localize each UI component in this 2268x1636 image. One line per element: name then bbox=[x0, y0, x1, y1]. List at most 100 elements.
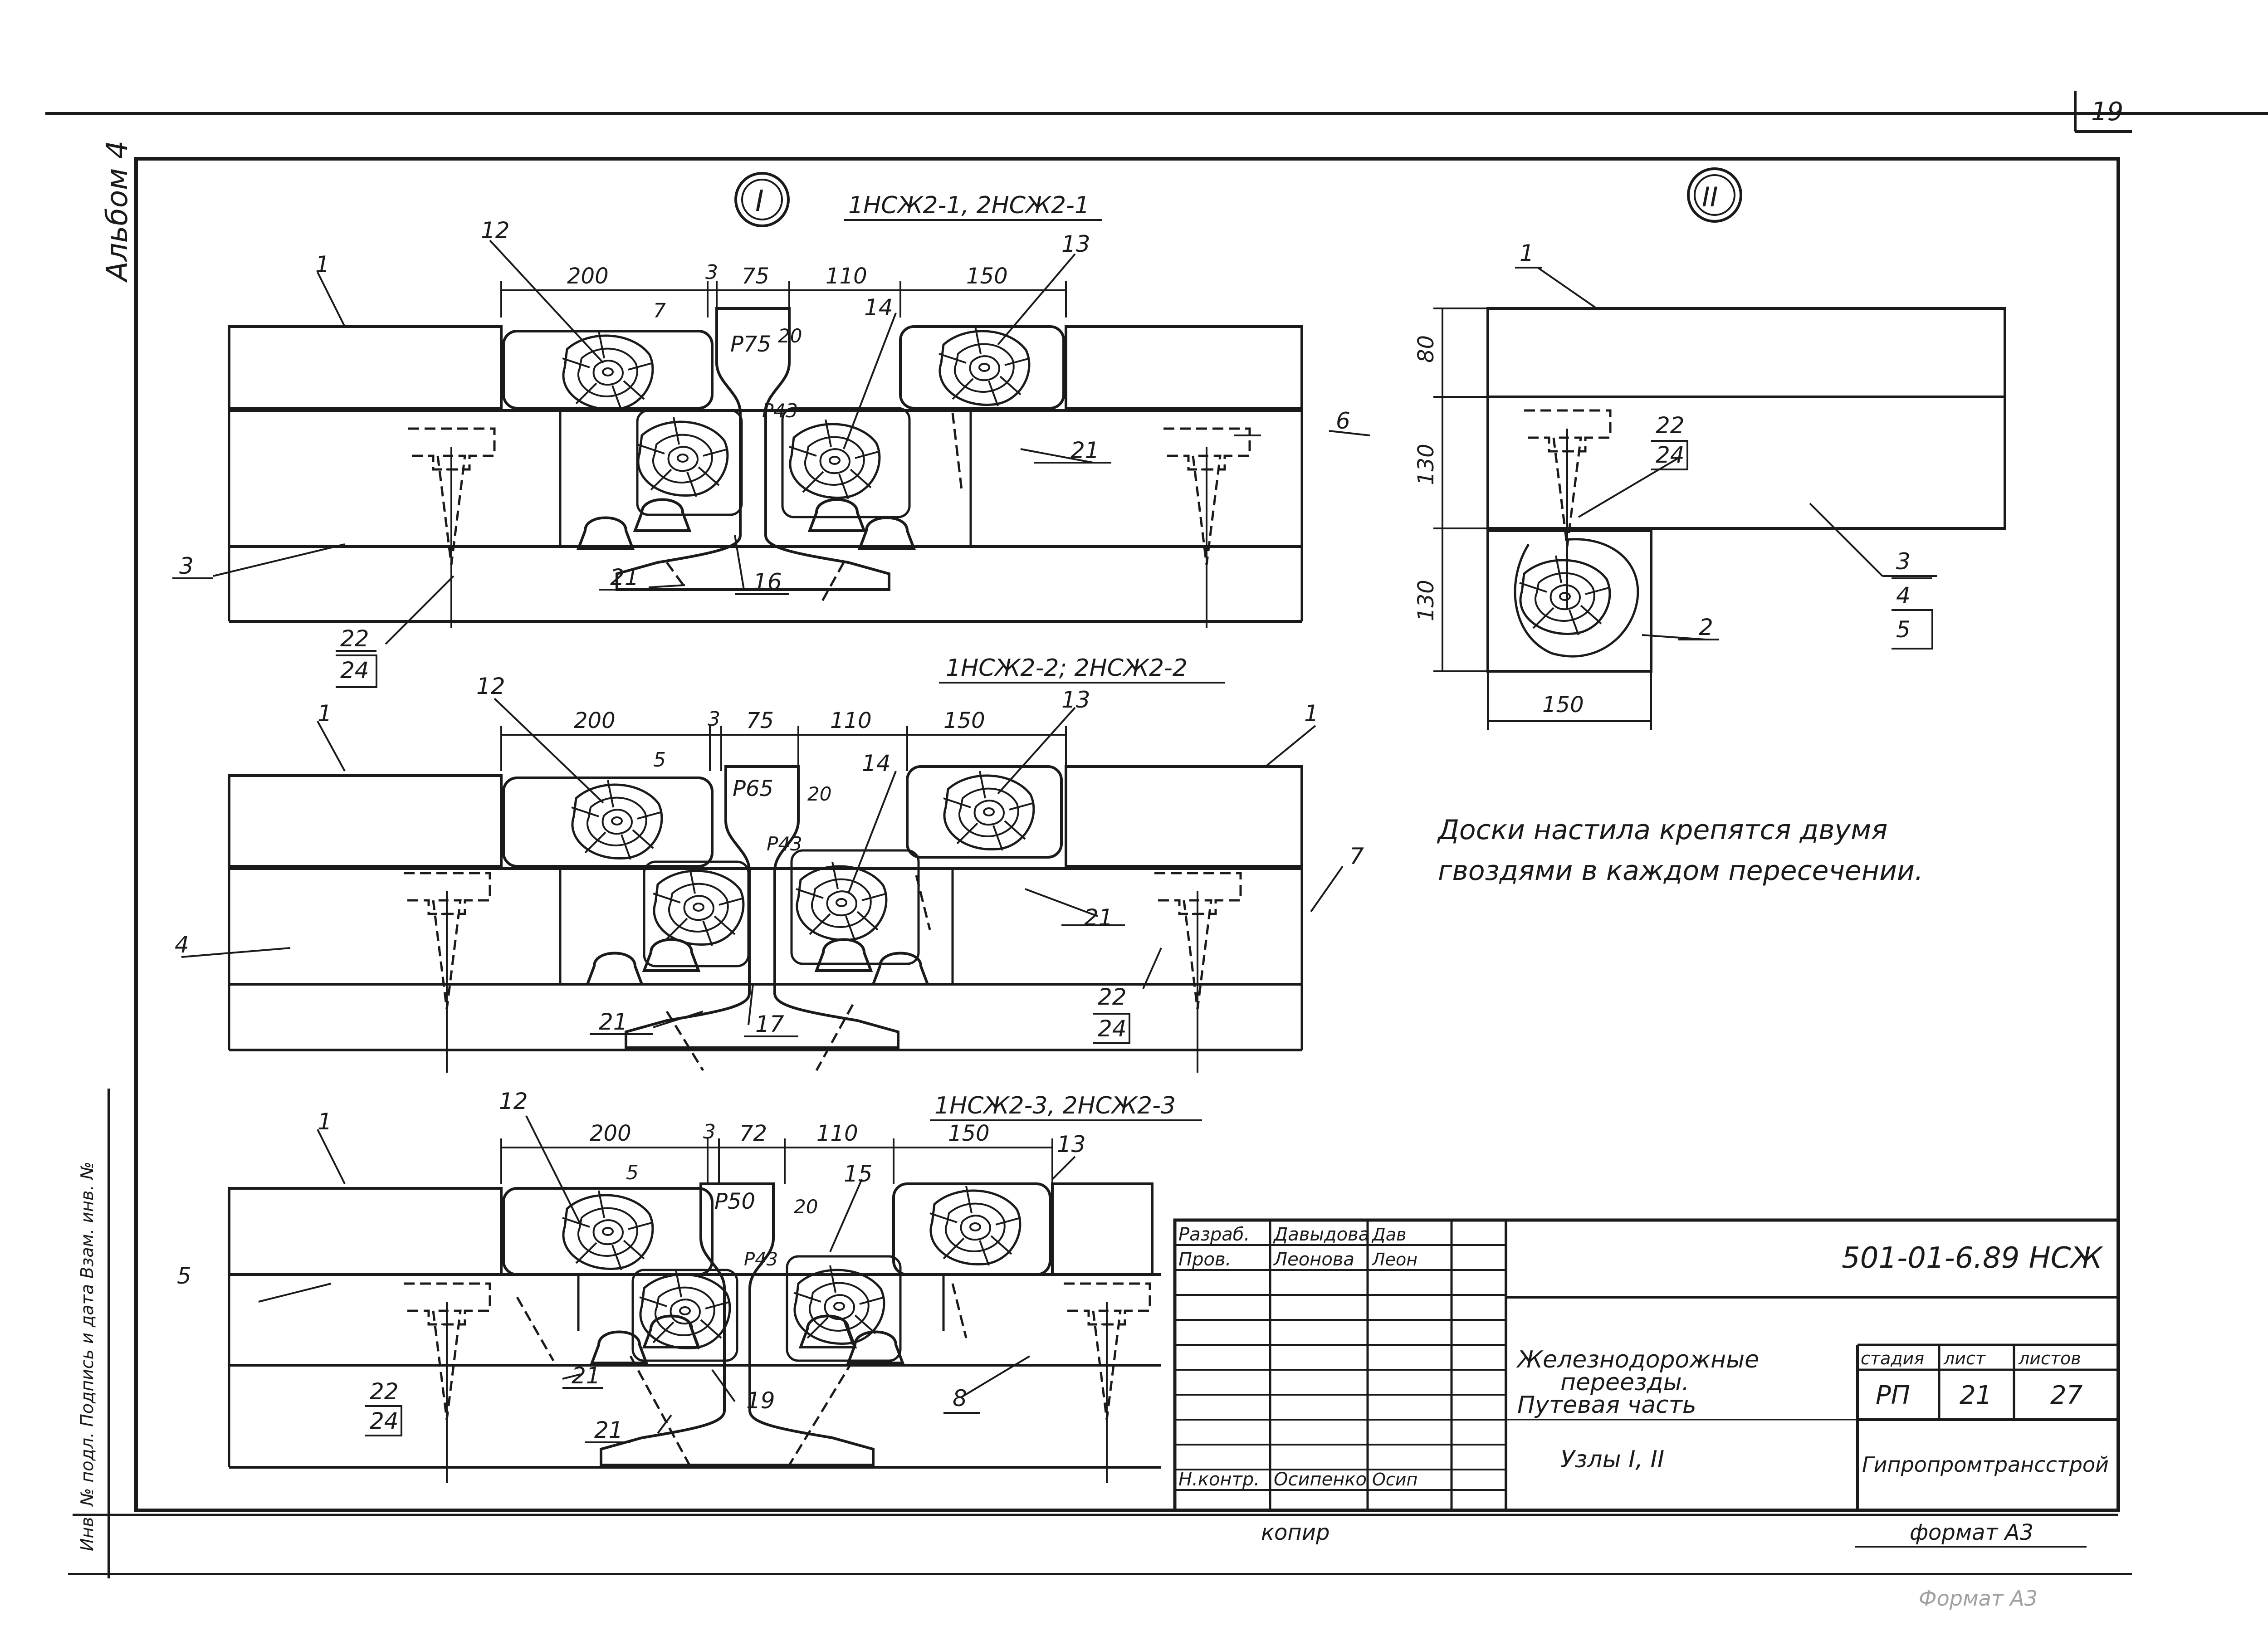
ref-beam-left: 5 bbox=[177, 1263, 191, 1289]
variant-title: 1НСЖ2-2; 2НСЖ2-2 bbox=[946, 654, 1188, 682]
ref-plank: 1 bbox=[318, 700, 332, 727]
note-line-1: Доски настила крепятся двумя bbox=[1437, 814, 1887, 846]
wood-block-inner bbox=[781, 407, 911, 518]
sheets-label: листов bbox=[2018, 1348, 2081, 1368]
sleeper bbox=[1486, 529, 1652, 673]
deck-plank-right bbox=[1065, 765, 1303, 868]
ref-nail-den: 24 bbox=[370, 1408, 399, 1434]
deck-plank-left bbox=[228, 1187, 503, 1276]
dim-110: 110 bbox=[830, 708, 872, 733]
node-marker-circle bbox=[734, 172, 790, 227]
deck-plank-right bbox=[1065, 325, 1303, 410]
ref-beam-left: 4 bbox=[175, 932, 189, 958]
sheet-value: 21 bbox=[1960, 1381, 1992, 1410]
dim-3: 3 bbox=[708, 708, 720, 731]
page-number: 19 bbox=[2091, 97, 2123, 127]
sign-1: Дав bbox=[1371, 1225, 1406, 1245]
ref-nail-num: 22 bbox=[340, 625, 369, 652]
ref-block-left: 12 bbox=[499, 1088, 528, 1114]
doc-title-line-3: Путевая часть bbox=[1517, 1392, 1696, 1419]
ref-plank: 1 bbox=[315, 251, 330, 278]
sheet-label: лист bbox=[1943, 1348, 1986, 1368]
ref-nail-num: 22 bbox=[1656, 412, 1685, 439]
ref-wedge-a: 21 bbox=[1084, 904, 1113, 931]
deck-plank bbox=[1486, 307, 2006, 398]
node-marker-label: I bbox=[755, 185, 764, 218]
wood-block-right bbox=[906, 765, 1063, 859]
ref-wedge-b: 21 bbox=[610, 564, 639, 591]
ref-beam-right: 6 bbox=[1336, 408, 1350, 434]
dim-130-sleeper: 130 bbox=[1413, 580, 1439, 621]
dim-200: 200 bbox=[574, 708, 616, 733]
dim-110: 110 bbox=[816, 1121, 858, 1146]
wood-block-inner bbox=[790, 849, 920, 965]
format-label: формат А3 bbox=[1910, 1520, 2033, 1545]
dim-110: 110 bbox=[826, 264, 867, 289]
doc-subtitle: Узлы I, II bbox=[1560, 1446, 1664, 1473]
dim-flange: 20 bbox=[794, 1196, 818, 1218]
ref-wedge-a: 21 bbox=[572, 1363, 601, 1389]
deck-plank-right bbox=[1051, 1182, 1154, 1276]
ref-wedge-a: 21 bbox=[1070, 437, 1100, 464]
wood-block-inner bbox=[786, 1255, 902, 1362]
ref-block-left: 12 bbox=[476, 673, 505, 699]
ref-sleeper: 2 bbox=[1699, 614, 1713, 640]
ref-beam-right: 7 bbox=[1349, 843, 1364, 869]
rail-label-small: Р43 bbox=[744, 1249, 778, 1270]
dim-200: 200 bbox=[590, 1121, 631, 1146]
ref-beam-left: 3 bbox=[179, 553, 194, 579]
section-variant-2: 1НСЖ2-2; 2НСЖ2-2 200 3 75 110 150 5 bbox=[175, 654, 1364, 1073]
section-variant-1: I 1НСЖ2-1, 2НСЖ2-1 bbox=[172, 172, 1370, 688]
ref-plank-right: 1 bbox=[1304, 700, 1319, 727]
ref-wedge-b: 21 bbox=[594, 1417, 623, 1443]
role-2: Пров. bbox=[1178, 1249, 1231, 1270]
name-2: Леонова bbox=[1273, 1249, 1354, 1270]
ref-beam-c: 5 bbox=[1896, 616, 1911, 643]
ref-fill: 17 bbox=[755, 1011, 784, 1037]
format-label-faded: Формат А3 bbox=[1919, 1586, 2038, 1611]
ref-nail-den: 24 bbox=[340, 657, 369, 684]
ref-plank: 1 bbox=[318, 1109, 332, 1135]
dim-72: 72 bbox=[739, 1121, 767, 1146]
rail-label-small: Р43 bbox=[762, 400, 798, 422]
rail-label-small: Р43 bbox=[767, 833, 802, 855]
ref-nail-num: 22 bbox=[1098, 984, 1127, 1010]
dim-flange: 20 bbox=[807, 783, 831, 805]
nail-left bbox=[404, 1284, 490, 1483]
nail-right bbox=[1064, 1284, 1150, 1483]
ref-beam-b: 4 bbox=[1896, 582, 1911, 609]
deck-plank-left bbox=[228, 774, 503, 868]
ref-block-right: 13 bbox=[1061, 687, 1090, 713]
ref-block-right: 13 bbox=[1061, 231, 1090, 257]
dim-3: 3 bbox=[705, 261, 718, 284]
ref-block-left: 12 bbox=[481, 217, 510, 244]
dim-150: 150 bbox=[966, 264, 1008, 289]
sign-3: Осип bbox=[1372, 1470, 1418, 1489]
dim-130-beam: 130 bbox=[1413, 444, 1439, 485]
name-3: Осипенко bbox=[1274, 1469, 1367, 1490]
wood-block-left bbox=[502, 1187, 714, 1276]
rail-label: Р50 bbox=[714, 1189, 755, 1214]
dim-150: 150 bbox=[948, 1121, 990, 1146]
sign-2: Леон bbox=[1371, 1250, 1418, 1270]
side-stamp-label: Инв. № подл. Подпись и дата Взам. инв. № bbox=[77, 1162, 97, 1551]
doc-title-line-1: Железнодорожные bbox=[1516, 1346, 1759, 1373]
copied-by-label: копир bbox=[1261, 1520, 1330, 1545]
ref-block-inner: 15 bbox=[844, 1161, 873, 1187]
name-1: Давыдова bbox=[1273, 1224, 1369, 1245]
dim-80: 80 bbox=[1413, 335, 1439, 363]
rail-label: Р65 bbox=[733, 776, 773, 801]
ref-beam-right: 8 bbox=[953, 1385, 967, 1411]
dim-150: 150 bbox=[943, 708, 985, 733]
ref-block-inner: 14 bbox=[864, 294, 893, 321]
ref-block-inner: 14 bbox=[862, 750, 891, 776]
dim-150: 150 bbox=[1542, 692, 1584, 718]
ref-beam-a: 3 bbox=[1896, 548, 1911, 575]
album-label: Альбом 4 bbox=[101, 141, 134, 283]
wood-block-left bbox=[502, 776, 714, 868]
dim-flange: 20 bbox=[778, 325, 802, 347]
dim-75: 75 bbox=[746, 708, 774, 733]
dim-small: 7 bbox=[653, 299, 666, 322]
org-name: Гипропромтрансстрой bbox=[1862, 1452, 2109, 1477]
